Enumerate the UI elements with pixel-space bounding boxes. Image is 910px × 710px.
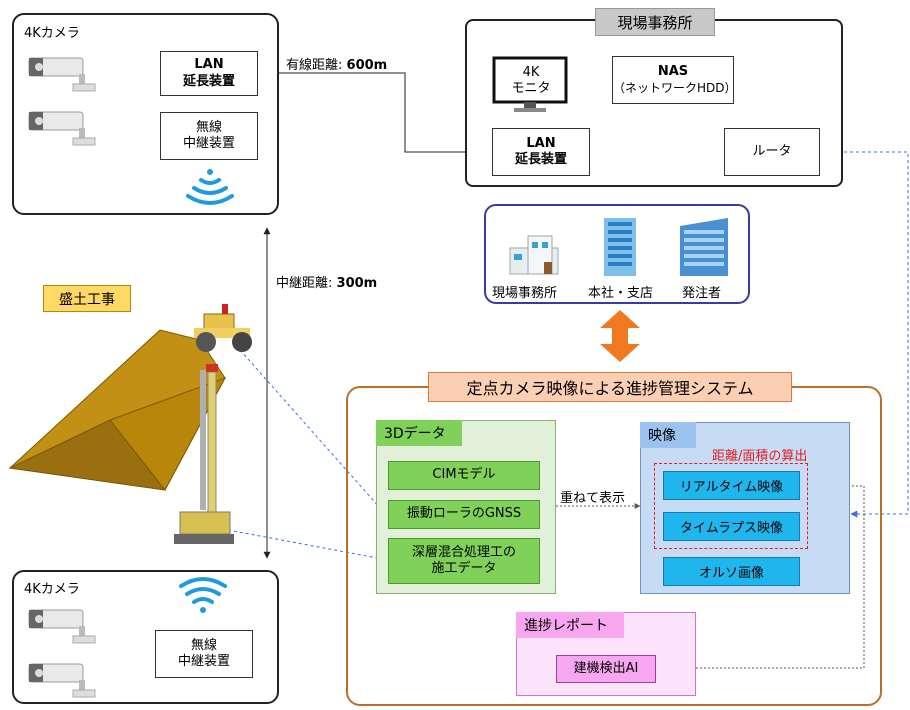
wired-distance-text: 有線距離 [286,58,339,73]
nas-title: NAS [657,64,689,80]
bottom-wireless-relay: 無線 中継装置 [155,630,253,678]
calc-label: 距離/面積の算出 [712,449,808,464]
earthwork-label: 盛土工事 [43,285,131,312]
system-title: 定点カメラ映像による進捗管理システム [428,372,792,402]
office-monitor-label: 4K モニタ [511,64,551,96]
nas-box: NAS （ネットワークHDD） [612,56,737,104]
wired-distance-label: 有線距離: 600m [286,58,388,73]
camera-icon [25,106,97,148]
office-title: 現場事務所 [595,8,715,36]
monitor-icon [492,56,572,116]
wired-link-line [258,72,493,156]
gnss-box: 振動ローラのGNSS [388,500,540,529]
relay-distance-value: 300m [336,276,378,291]
router-box: ルータ [724,128,820,176]
head-office-building-icon [602,216,638,278]
report-title: 進捗レポート [516,612,624,638]
building-label: 現場事務所 [492,286,558,301]
client-building-icon [678,216,730,278]
nas-subtitle: （ネットワークHDD） [613,80,737,95]
camera-icon [25,52,97,94]
wired-distance-value: 600m [346,58,388,73]
calc-region [654,463,808,549]
vibratory-roller-icon [186,302,260,354]
timelapse-video-box: タイムラプス映像 [663,512,800,541]
realtime-video-box: リアルタイム映像 [663,471,800,500]
building-label: 本社・支店 [588,286,654,301]
bottom-camera-title: 4Kカメラ [24,582,80,597]
router-video-link [820,151,909,518]
roller-gnss-link [239,349,389,518]
wifi-icon [183,166,237,206]
embankment-illustration [0,320,270,560]
video-title: 映像 [640,422,696,448]
relay-distance-text: 中継距離 [276,276,329,291]
office-building-icon [508,230,560,276]
top-lan-extender: LAN 延長装置 [160,51,258,96]
wifi-icon [176,576,230,616]
camera-icon [25,604,97,646]
overlay-label: 重ねて表示 [560,491,626,506]
construction-data-box: 深層混合処理工の 施工データ [388,538,540,584]
relay-distance-label: 中継距離: 300m [276,276,378,291]
office-lan-extender: LAN 延長装置 [492,128,590,176]
top-camera-title: 4Kカメラ [24,26,80,41]
ortho-image-box: オルソ画像 [663,557,800,586]
cim-model-box: CIMモデル [388,461,540,490]
camera-icon [25,658,97,700]
data3d-title: 3Dデータ [376,420,462,446]
top-wireless-relay: 無線 中継装置 [160,112,258,160]
building-label: 発注者 [682,286,722,301]
machine-detection-ai-box: 建機検出AI [556,655,656,683]
buildings-panel [484,204,750,304]
pile-rig-icon [168,362,238,550]
exchange-arrow-icon [598,308,642,364]
